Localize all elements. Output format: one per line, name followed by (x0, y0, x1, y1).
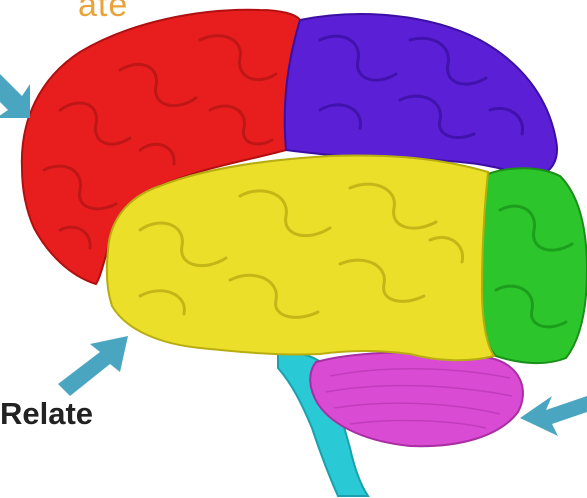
arrow-bottom-right-icon (520, 396, 587, 436)
arrow-bottom-left-icon (58, 336, 128, 396)
occipital-lobe (480, 168, 587, 363)
temporal-lobe (107, 156, 494, 361)
arrow-top-left-icon (0, 70, 30, 118)
relate-label: Relate (0, 396, 93, 432)
